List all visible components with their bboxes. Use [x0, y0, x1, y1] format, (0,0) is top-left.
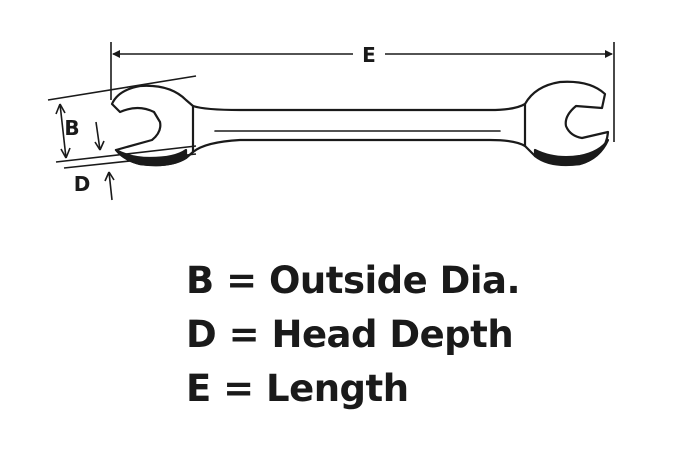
dimension-legend: B = Outside Dia. D = Head Depth E = Leng…: [186, 254, 521, 416]
right-head-shade: [533, 138, 610, 166]
b-extension-bottom: [55, 145, 197, 163]
dimension-e: [110, 42, 615, 142]
dimension-d: [63, 121, 197, 201]
b-dimension-line: [59, 103, 67, 159]
dimension-b: [47, 75, 197, 163]
legend-line-e: E = Length: [186, 367, 409, 410]
wrench-handle: [191, 102, 527, 154]
b-arrow-top: [55, 103, 66, 115]
d-arrow-lower-head: [104, 171, 115, 182]
b-extension-top: [47, 75, 197, 101]
dimension-b-label: B: [64, 116, 79, 140]
legend-line-b: B = Outside Dia.: [186, 259, 521, 302]
d-arrow-lower-line: [108, 171, 113, 201]
wrench-outline: [110, 80, 610, 167]
dimension-d-label: D: [74, 172, 91, 196]
b-arrow-bottom: [60, 147, 71, 159]
left-head-shade: [114, 148, 188, 167]
d-arrow-upper-head: [94, 140, 105, 151]
dimension-e-label: E: [362, 43, 376, 67]
d-extension: [63, 153, 197, 169]
legend-line-d: D = Head Depth: [186, 313, 514, 356]
d-arrow-upper-line: [95, 121, 101, 151]
